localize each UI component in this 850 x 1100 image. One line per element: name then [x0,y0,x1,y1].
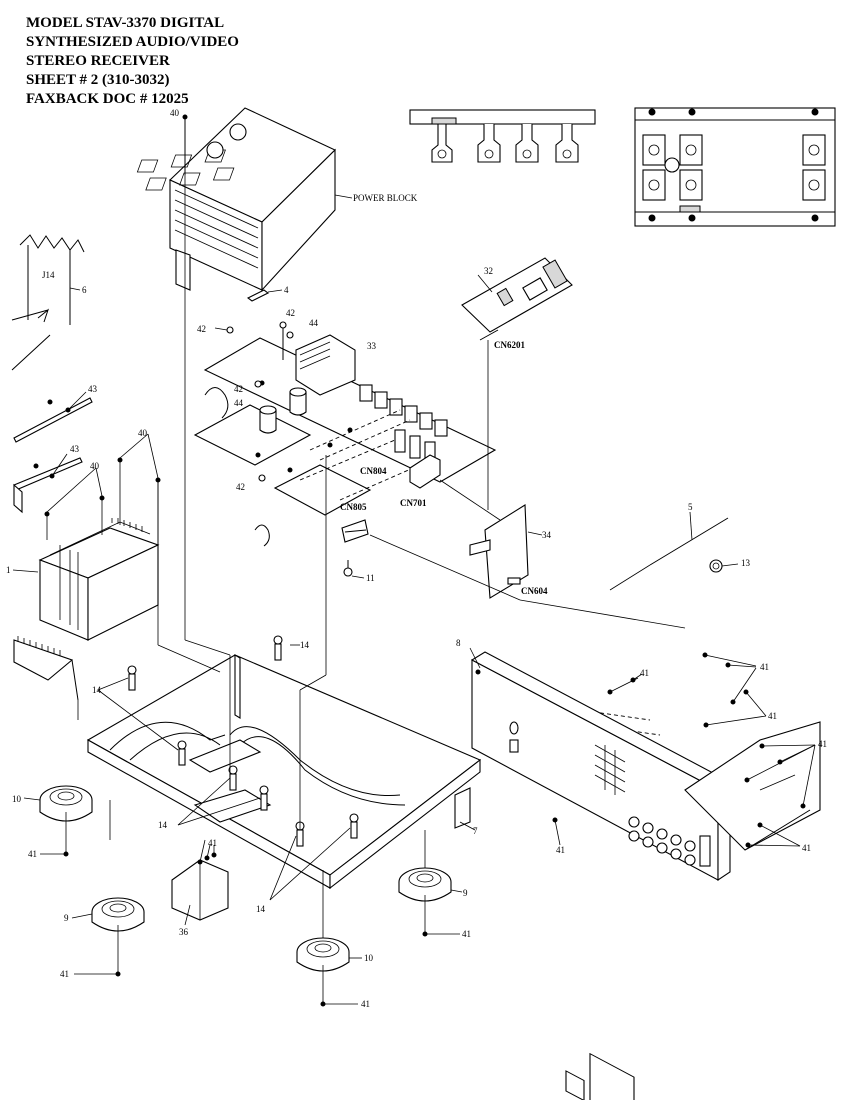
label-34: 34 [542,530,552,540]
label-11: 11 [366,573,375,583]
label-41-h: 41 [28,849,37,859]
rod-5 [649,511,729,566]
label-cn805: CN805 [340,502,367,512]
label-6: 6 [82,285,87,295]
screws-42-44 [214,321,294,482]
foot-9-right [398,830,463,937]
label-7: 7 [473,826,478,836]
label-43-a: 43 [88,384,98,394]
label-10-a: 10 [12,794,22,804]
label-9-a: 9 [463,888,468,898]
comb-heatsink [13,636,79,701]
label-1: 1 [6,565,11,575]
rear-panel-8 [470,651,732,1100]
label-41-g: 41 [556,845,565,855]
foot-10-center [296,870,362,1007]
bar-43-upper [13,391,93,443]
bracket-detail-b [634,107,836,227]
power-block [136,107,336,292]
label-42-c: 42 [234,384,243,394]
label-41-c: 41 [768,711,777,721]
label-42-b: 42 [286,308,295,318]
screw-11 [343,560,365,579]
label-40-top: 40 [170,108,180,118]
transformer [12,457,161,641]
board-34 [469,504,543,599]
label-41-b: 41 [760,662,769,672]
label-9-b: 9 [64,913,69,923]
title-block: MODEL STAV-3370 DIGITAL SYNTHESIZED AUDI… [26,14,239,109]
label-cn604: CN604 [521,586,548,596]
label-14-a: 14 [300,640,310,650]
label-40-b: 40 [138,428,148,438]
board-32 [461,257,573,341]
title-line-1: MODEL STAV-3370 DIGITAL [26,15,225,31]
label-4: 4 [284,285,289,295]
title-line-5: FAXBACK DOC # 12025 [26,91,189,107]
title-line-2: SYNTHESIZED AUDIO/VIDEO [26,34,239,50]
foot-10-left [23,785,93,857]
label-14-d: 14 [256,904,266,914]
label-13: 13 [741,558,751,568]
knob-13 [709,559,739,573]
rear-panel-screws [469,647,816,848]
label-5: 5 [688,502,693,512]
label-44-b: 44 [234,398,244,408]
label-14-c: 14 [158,820,168,830]
label-41-j: 41 [60,969,69,979]
main-board-33 [193,334,497,547]
screws-40 [46,433,159,513]
label-cn804: CN804 [360,466,387,476]
label-32: 32 [484,266,493,276]
label-8: 8 [456,638,461,648]
label-14-b: 14 [92,685,102,695]
cn701-board [341,454,441,543]
label-41-a: 41 [640,668,649,678]
label-44-a: 44 [309,318,319,328]
leader-power-block [334,194,353,199]
vertical-leaders [77,118,686,840]
label-41-d: 41 [818,739,827,749]
bracket-detail-a [409,109,596,163]
label-41-e: 41 [208,838,217,848]
label-cn6201: CN6201 [494,340,525,350]
label-33: 33 [367,341,377,351]
title-line-4: SHEET # 2 (310-3032) [26,72,170,88]
label-41-k: 41 [361,999,370,1009]
bar-43-lower [13,453,83,514]
label-43-b: 43 [70,444,80,454]
side-panel-7 [684,721,821,851]
label-cn701: CN701 [400,498,427,508]
bracket-36 [171,839,229,926]
clip-4 [246,289,283,302]
j14-board [11,234,85,371]
label-10-b: 10 [364,953,374,963]
chassis [86,635,482,901]
label-42-d: 42 [236,482,245,492]
foot-9-left [71,897,145,977]
title-line-3: STEREO RECEIVER [26,53,170,69]
label-41-f: 41 [802,843,811,853]
label-36: 36 [179,927,189,937]
label-j14: J14 [42,270,55,280]
label-41-i: 41 [462,929,471,939]
label-power-block: POWER BLOCK [353,193,418,203]
label-40-c: 40 [90,461,100,471]
label-42-a: 42 [197,324,206,334]
